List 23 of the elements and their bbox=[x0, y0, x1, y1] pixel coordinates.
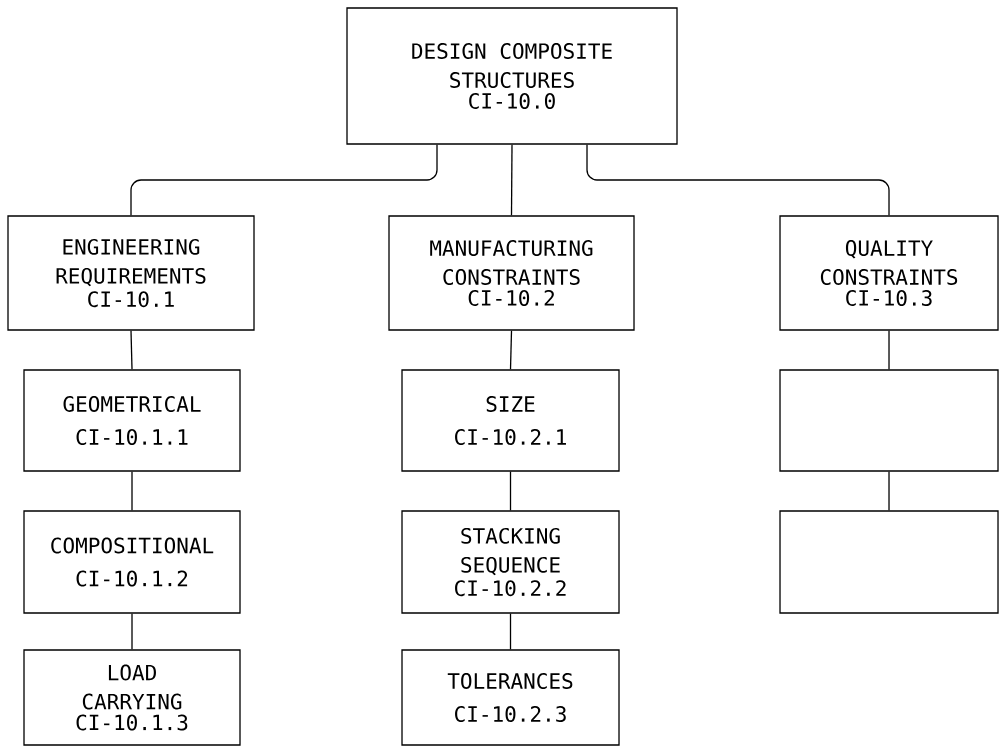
connector-line bbox=[509, 330, 513, 370]
connector-line bbox=[509, 471, 512, 511]
process-box: QUALITY CONSTRAINTS CI-10.3 bbox=[779, 215, 999, 331]
connector-line bbox=[131, 613, 133, 650]
connector-line bbox=[510, 144, 513, 216]
connector-line bbox=[586, 144, 890, 216]
empty-box bbox=[779, 510, 999, 614]
process-box: GEOMETRICAL CI-10.1.1 bbox=[23, 369, 241, 472]
process-box: COMPOSITIONAL CI-10.1.2 bbox=[23, 510, 241, 614]
connector-line bbox=[888, 330, 890, 370]
connector-line bbox=[509, 613, 512, 650]
process-box: TOLERANCES CI-10.2.3 bbox=[401, 649, 620, 746]
process-box: ENGINEERING REQUIREMENTS CI-10.1 bbox=[7, 215, 255, 331]
connector-line bbox=[130, 144, 438, 216]
process-box: DESIGN COMPOSITE STRUCTURES CI-10.0 bbox=[346, 7, 678, 145]
connector-line bbox=[130, 330, 133, 370]
connector-line bbox=[131, 471, 133, 511]
empty-box bbox=[779, 369, 999, 472]
process-box: STACKING SEQUENCE CI-10.2.2 bbox=[401, 510, 620, 614]
process-box: LOAD CARRYING CI-10.1.3 bbox=[23, 649, 241, 746]
process-box: SIZE CI-10.2.1 bbox=[401, 369, 620, 472]
process-box: MANUFACTURING CONSTRAINTS CI-10.2 bbox=[388, 215, 635, 331]
connector-line bbox=[888, 471, 890, 511]
